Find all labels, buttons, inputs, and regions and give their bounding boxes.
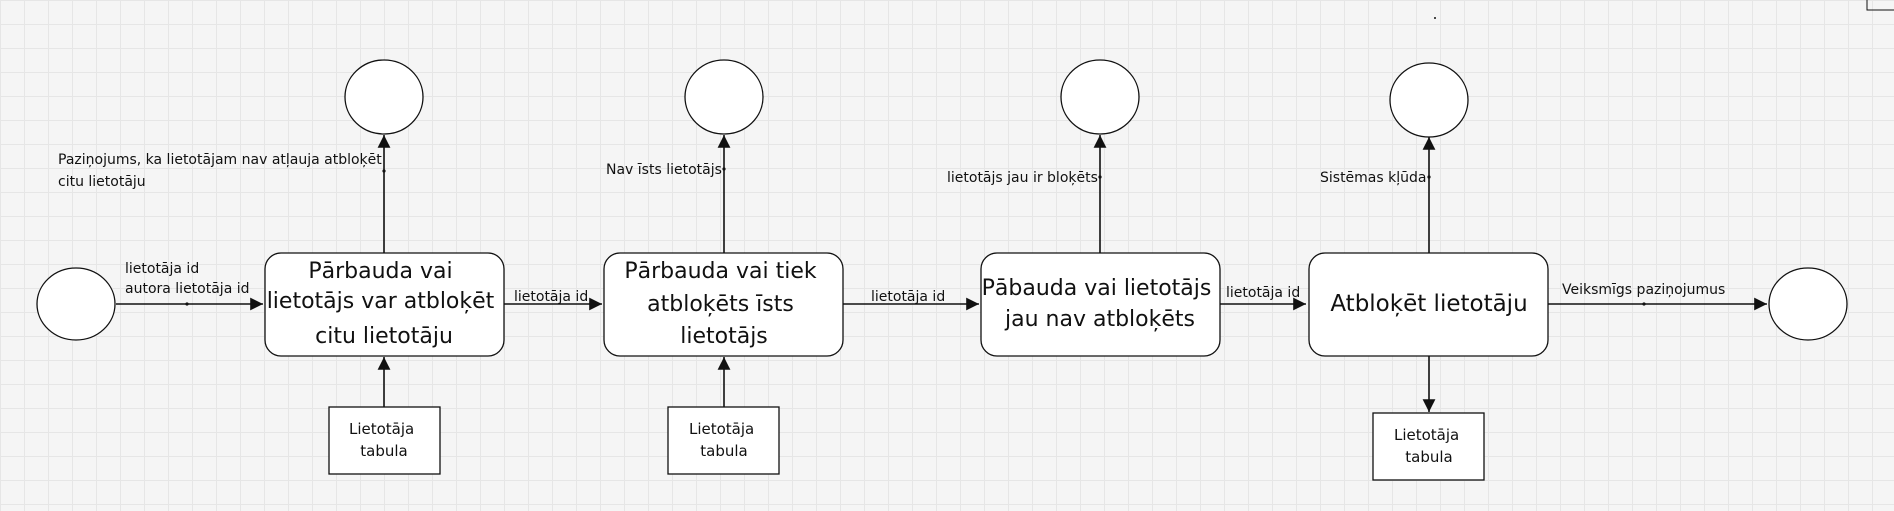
flow-label-input-line-2: autora lietotāja id <box>125 281 250 297</box>
flow-label-p4-to-end-line-1: Veiksmīgs paziņojumus <box>1562 282 1725 298</box>
end-terminal <box>1768 267 1848 341</box>
data-store-user-table-3-label: Lietotāja tabula <box>1394 426 1464 466</box>
flow-label-already-blocked-error: lietotājs jau ir bloķēts <box>947 170 1098 186</box>
flow-label-p2-to-p3-line-1: lietotāja id <box>871 289 945 305</box>
flow-label-real-user-error: Nav īsts lietotājs <box>606 162 722 178</box>
process-check-permission-line-1: Pārbauda vai <box>308 259 452 284</box>
data-store-user-table-2-label: Lietotāja tabula <box>689 420 759 460</box>
data-store-boxes <box>328 406 1485 481</box>
process-check-real-user-line-2: atbloķēts īsts <box>647 292 794 317</box>
error-terminal-already-blocked <box>1060 59 1140 135</box>
data-store-user-table-2-line-1: Lietotāja <box>689 420 754 438</box>
data-store-user-table-3 <box>1372 412 1485 481</box>
process-check-not-unblocked-line-2: jau nav atbloķēts <box>1004 307 1195 332</box>
error-terminal-system-error <box>1389 62 1469 138</box>
process-check-real-user-line-1: Pārbauda vai tiek <box>624 259 817 284</box>
data-store-user-table-3-line-2: tabula <box>1405 448 1452 466</box>
flow-label-p1-to-p2: lietotāja id <box>514 289 588 305</box>
junction-dots <box>185 167 1646 306</box>
flow-label-p3-to-p4: lietotāja id <box>1226 285 1300 301</box>
data-store-user-table-1-label: Lietotāja tabula <box>349 420 419 460</box>
process-check-permission-line-2: lietotājs var atbloķēt <box>267 289 495 314</box>
process-check-real-user-label: Pārbauda vai tiek atbloķēts īsts lietotā… <box>624 259 823 349</box>
terminals <box>36 59 1848 341</box>
error-terminal-permission <box>344 59 424 135</box>
data-store-user-table-1-line-2: tabula <box>360 442 407 460</box>
data-store-user-table-2-line-2: tabula <box>700 442 747 460</box>
data-store-user-table-1-line-1: Lietotāja <box>349 420 414 438</box>
connectors <box>116 135 1767 412</box>
process-check-not-unblocked <box>980 252 1221 357</box>
flow-label-permission-error-line-2: citu lietotāju <box>58 174 146 190</box>
process-unblock-user-line-1: Atbloķēt lietotāju <box>1330 291 1527 317</box>
flow-label-p3-to-p4-line-1: lietotāja id <box>1226 285 1300 301</box>
flow-label-real-user-error-line-1: Nav īsts lietotājs <box>606 162 722 178</box>
data-store-user-table-3-line-1: Lietotāja <box>1394 426 1459 444</box>
flow-label-input-line-1: lietotāja id <box>125 261 199 277</box>
process-boxes <box>264 252 1549 357</box>
data-store-user-table-1 <box>328 406 441 475</box>
flow-label-p1-to-p2-line-1: lietotāja id <box>514 289 588 305</box>
flow-label-system-error: Sistēmas kļūda <box>1320 170 1426 186</box>
flow-label-permission-error: Paziņojums, ka lietotājam nav atļauja at… <box>58 152 386 190</box>
flow-label-p4-to-end: Veiksmīgs paziņojumus <box>1562 282 1725 298</box>
flow-label-already-blocked-error-line-1: lietotājs jau ir bloķēts <box>947 170 1098 186</box>
flow-label-permission-error-line-1: Paziņojums, ka lietotājam nav atļauja at… <box>58 152 382 168</box>
process-check-permission-label: Pārbauda vai lietotājs var atbloķēt citu… <box>267 259 502 349</box>
stray-dot <box>1434 17 1436 19</box>
process-unblock-user <box>1308 252 1549 357</box>
canvas-edge-artifact <box>1866 0 1894 11</box>
start-terminal <box>36 267 116 341</box>
flow-label-input: lietotāja id autora lietotāja id <box>125 261 250 297</box>
data-store-user-table-2 <box>667 406 780 475</box>
process-check-real-user <box>603 252 844 357</box>
process-check-permission-line-3: citu lietotāju <box>315 324 453 349</box>
process-check-permission <box>264 252 505 357</box>
flow-label-p2-to-p3: lietotāja id <box>871 289 945 305</box>
error-terminal-real-user <box>684 59 764 135</box>
flow-label-system-error-line-1: Sistēmas kļūda <box>1320 170 1426 186</box>
process-check-real-user-line-3: lietotājs <box>680 324 768 349</box>
process-check-not-unblocked-line-1: Pābauda vai lietotājs <box>982 276 1212 301</box>
process-unblock-user-label: Atbloķēt lietotāju <box>1330 291 1527 317</box>
process-check-not-unblocked-label: Pābauda vai lietotājs jau nav atbloķēts <box>982 276 1219 332</box>
